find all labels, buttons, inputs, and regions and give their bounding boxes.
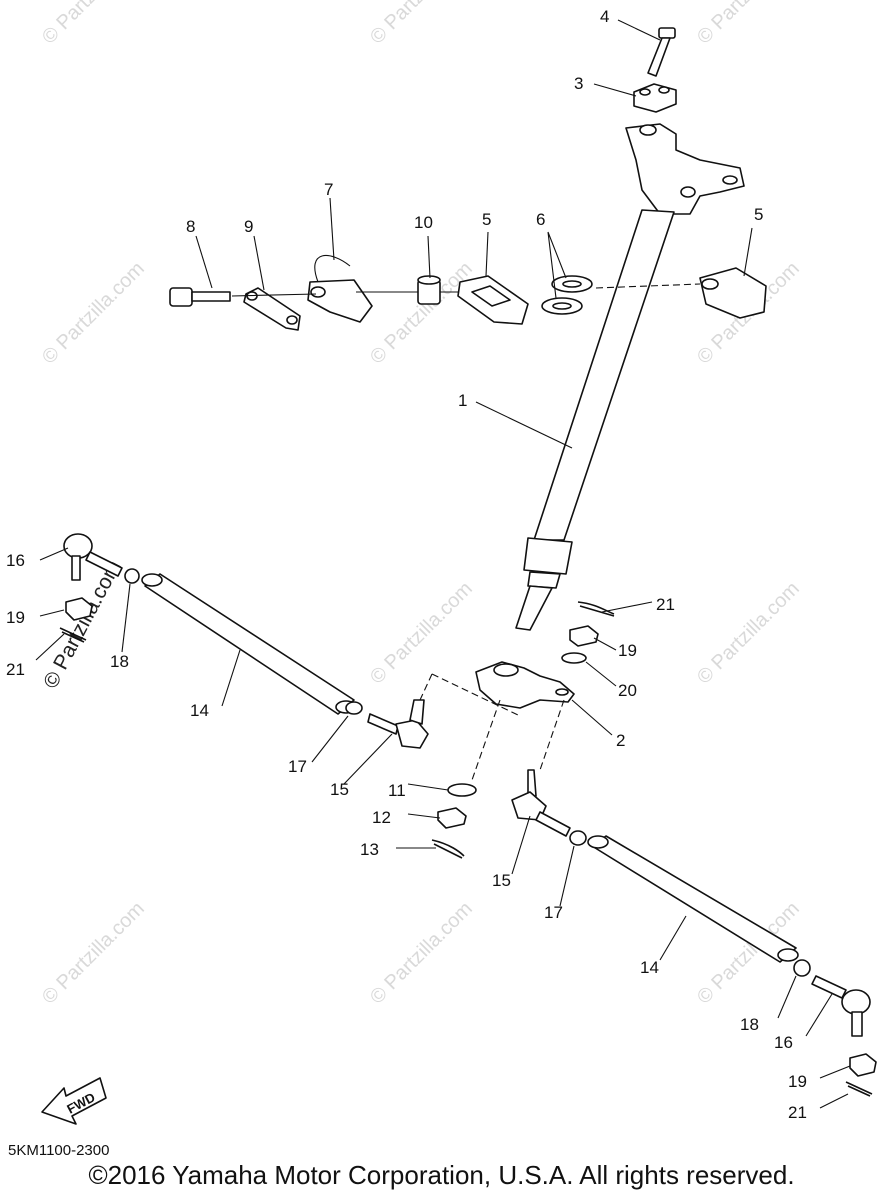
- callout-5: 5: [754, 205, 763, 224]
- part-7-plate: [307, 254, 373, 323]
- part-21-pin-left: [59, 627, 87, 643]
- part-18-nut-right: [793, 959, 811, 977]
- callout-19: 19: [788, 1072, 807, 1091]
- callout-15: 15: [330, 780, 349, 799]
- fwd-arrow: FWD: [41, 1077, 107, 1125]
- callout-4: 4: [600, 7, 609, 26]
- callout-14: 14: [640, 958, 659, 977]
- watermark: © Partzilla.com: [366, 0, 477, 49]
- part-9-link: [243, 287, 301, 331]
- watermark: © Partzilla.com: [366, 898, 477, 1009]
- part-14-tie-rod-right: [587, 835, 799, 963]
- part-13-cotter-pin: [431, 839, 465, 859]
- part-19-nut-upper: [569, 625, 599, 647]
- part-2-pitman-arm: [475, 661, 575, 709]
- callouts: 4 3 7 8 9 10 5 6 5 1 16 19 21 18 14 21 1…: [6, 7, 807, 1122]
- part-15-tie-rod-end-left: [367, 699, 429, 749]
- part-1-steering-shaft: [515, 209, 675, 631]
- callout-2: 2: [616, 731, 625, 750]
- callout-8: 8: [186, 217, 195, 236]
- part-17-nut-left: [345, 701, 363, 715]
- watermark-dark: © Partzilla.com: [39, 557, 126, 693]
- watermark: © Partzilla.com: [366, 578, 477, 689]
- assembly-lines: [231, 283, 701, 781]
- copyright-notice: ©2016 Yamaha Motor Corporation, U.S.A. A…: [88, 1160, 795, 1190]
- callout-1: 1: [458, 391, 467, 410]
- part-19-nut-left: [65, 597, 93, 621]
- watermark: © Partzilla.com: [38, 0, 149, 49]
- part-14-tie-rod-left: [141, 573, 357, 715]
- callout-13: 13: [360, 840, 379, 859]
- watermark: © Partzilla.com: [38, 258, 149, 369]
- part-10-collar: [417, 275, 441, 305]
- part-11-washer: [447, 783, 477, 797]
- part-16-tie-rod-end-upper-left: [63, 533, 123, 581]
- watermarks: © Partzilla.com © Partzilla.com © Partzi…: [38, 0, 804, 1009]
- watermark: © Partzilla.com: [366, 258, 477, 369]
- part-6-washers: [541, 275, 593, 315]
- part-19-nut-right: [849, 1053, 877, 1077]
- watermark: © Partzilla.com: [693, 578, 804, 689]
- callout-20: 20: [618, 681, 637, 700]
- callout-17: 17: [288, 757, 307, 776]
- callout-14: 14: [190, 701, 209, 720]
- callout-10: 10: [414, 213, 433, 232]
- part-21-pin-upper: [577, 601, 615, 617]
- leader-lines: [35, 19, 851, 1109]
- callout-19: 19: [618, 641, 637, 660]
- watermark: © Partzilla.com: [693, 0, 804, 49]
- part-8-bolt: [169, 287, 231, 307]
- callout-5: 5: [482, 210, 491, 229]
- part-5-bushing-right: [699, 267, 767, 319]
- callout-11: 11: [388, 781, 406, 800]
- drawing-code: 5KM1100-2300: [8, 1142, 110, 1159]
- column-bracket: [625, 123, 745, 215]
- part-12-nut: [437, 807, 467, 829]
- callout-7: 7: [324, 180, 333, 199]
- watermark: © Partzilla.com: [38, 898, 149, 1009]
- callout-19: 19: [6, 608, 25, 627]
- part-3-clamp: [633, 83, 677, 113]
- part-4-bolt: [647, 27, 676, 77]
- callout-21: 21: [6, 660, 25, 679]
- part-18-nut-upper-left: [124, 568, 140, 584]
- callout-16: 16: [774, 1033, 793, 1052]
- callout-21: 21: [788, 1103, 807, 1122]
- part-17-nut-right: [569, 830, 587, 846]
- callout-6: 6: [536, 210, 545, 229]
- part-20-washer: [561, 652, 587, 664]
- callout-18: 18: [740, 1015, 759, 1034]
- callout-3: 3: [574, 74, 583, 93]
- callout-15: 15: [492, 871, 511, 890]
- callout-21: 21: [656, 595, 675, 614]
- callout-12: 12: [372, 808, 391, 827]
- callout-16: 16: [6, 551, 25, 570]
- part-16-tie-rod-end-right: [811, 975, 871, 1037]
- part-5-bushing-left: [457, 275, 529, 325]
- part-15-tie-rod-end-right: [511, 769, 571, 837]
- callout-17: 17: [544, 903, 563, 922]
- callout-18: 18: [110, 652, 129, 671]
- callout-9: 9: [244, 217, 253, 236]
- part-21-pin-right: [845, 1081, 873, 1097]
